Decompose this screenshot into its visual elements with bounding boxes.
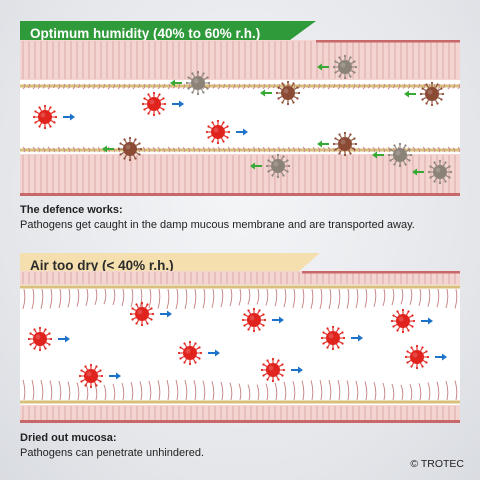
transport-arrow-left bbox=[372, 151, 384, 159]
upper-tissue-edge bbox=[302, 271, 460, 274]
pathogen-red bbox=[141, 91, 167, 117]
trapped-pathogen bbox=[275, 80, 301, 106]
lower-tissue-edge bbox=[20, 420, 460, 423]
upper-cilia-dry bbox=[22, 288, 458, 310]
panel2-caption: Dried out mucosa: Pathogens can penetrat… bbox=[20, 431, 204, 461]
trapped-pathogen bbox=[332, 54, 358, 80]
movement-arrow-right bbox=[58, 335, 70, 343]
moist-airway-illustration bbox=[20, 40, 460, 196]
lower-tissue-edge bbox=[20, 193, 460, 196]
trapped-pathogen bbox=[265, 153, 291, 179]
pathogen-red bbox=[177, 340, 203, 366]
lower-epithelium bbox=[20, 154, 460, 196]
lower-mucus-layer bbox=[20, 400, 460, 404]
pathogen-red bbox=[27, 326, 53, 352]
trapped-pathogen bbox=[419, 81, 445, 107]
movement-arrow-right bbox=[63, 113, 75, 121]
transport-arrow-left bbox=[412, 168, 424, 176]
pathogen-red bbox=[205, 119, 231, 145]
movement-arrow-right bbox=[291, 366, 303, 374]
transport-arrow-left bbox=[317, 140, 329, 148]
trapped-pathogen bbox=[387, 142, 413, 168]
upper-epithelium bbox=[20, 40, 460, 80]
upper-tissue-edge bbox=[316, 40, 460, 43]
lower-cilia-dry bbox=[22, 379, 458, 401]
upper-cilia bbox=[22, 83, 460, 90]
transport-arrow-left bbox=[250, 162, 262, 170]
copyright-notice: © TROTEC bbox=[410, 458, 464, 470]
trapped-pathogen bbox=[185, 70, 211, 96]
pathogen-red bbox=[404, 344, 430, 370]
trapped-pathogen bbox=[332, 131, 358, 157]
movement-arrow-right bbox=[351, 334, 363, 342]
trapped-pathogen bbox=[427, 159, 453, 185]
upper-mucus-layer bbox=[20, 285, 460, 289]
transport-arrow-left bbox=[317, 63, 329, 71]
movement-arrow-right bbox=[272, 316, 284, 324]
pathogen-red bbox=[390, 308, 416, 334]
transport-arrow-left bbox=[404, 90, 416, 98]
pathogen-red bbox=[78, 363, 104, 389]
dry-airway-illustration bbox=[20, 271, 460, 423]
pathogen-red bbox=[129, 301, 155, 327]
trapped-pathogen bbox=[117, 136, 143, 162]
panel1-caption-text: Pathogens get caught in the damp mucous … bbox=[20, 219, 415, 231]
pathogen-red bbox=[320, 325, 346, 351]
movement-arrow-right bbox=[435, 353, 447, 361]
panel1-caption-heading: The defence works: bbox=[20, 204, 123, 216]
panel1-caption: The defence works: Pathogens get caught … bbox=[20, 203, 415, 233]
pathogen-red bbox=[32, 104, 58, 130]
panel2-caption-text: Pathogens can penetrate unhindered. bbox=[20, 447, 205, 459]
transport-arrow-left bbox=[170, 79, 182, 87]
movement-arrow-right bbox=[421, 317, 433, 325]
panel2-caption-heading: Dried out mucosa: bbox=[20, 432, 117, 444]
movement-arrow-right bbox=[208, 349, 220, 357]
movement-arrow-right bbox=[160, 310, 172, 318]
transport-arrow-left bbox=[102, 145, 114, 153]
movement-arrow-right bbox=[172, 100, 184, 108]
upper-epithelium bbox=[20, 271, 460, 285]
movement-arrow-right bbox=[236, 128, 248, 136]
pathogen-red bbox=[241, 307, 267, 333]
movement-arrow-right bbox=[109, 372, 121, 380]
transport-arrow-left bbox=[260, 89, 272, 97]
pathogen-red bbox=[260, 357, 286, 383]
lower-epithelium bbox=[20, 405, 460, 421]
